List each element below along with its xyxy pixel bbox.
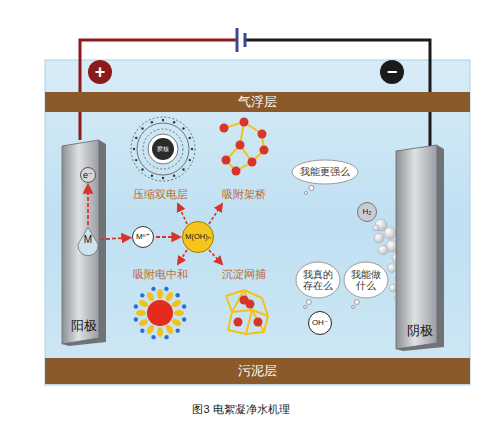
hydrogen-bubble: H₂ — [357, 202, 377, 222]
node-text: 阴极 — [407, 324, 433, 339]
reaction-arrow — [156, 236, 180, 238]
node-text: 污泥层 — [238, 364, 277, 379]
water-tank — [45, 60, 470, 385]
node-text: 胶核 — [157, 146, 169, 153]
node-text: 阳极 — [71, 319, 97, 334]
polarity-minus: − — [380, 60, 405, 85]
electron: e⁻ — [80, 167, 96, 183]
metal-hydroxide: M(OH)ₙ — [182, 221, 214, 253]
anode-wire — [80, 40, 236, 140]
double-layer-rings — [131, 117, 195, 181]
neutralized-particle — [134, 287, 187, 340]
mechanism-label: 吸附电中和 — [133, 267, 188, 282]
node-text: 气浮层 — [238, 95, 277, 110]
cathode-plate: 阴极 — [396, 145, 444, 351]
metal-ion: Mⁿ⁺ — [132, 226, 154, 248]
metal-droplet: M — [78, 227, 98, 253]
battery-plate — [236, 28, 239, 52]
sweep-net — [226, 290, 268, 334]
sludge-band: 污泥层 — [45, 358, 470, 384]
mechanism-label: 沉淀网捕 — [222, 267, 266, 282]
reaction-arrow — [87, 185, 89, 225]
reaction-arrow — [100, 238, 130, 240]
node-text: M — [84, 234, 92, 246]
battery-plate — [244, 33, 247, 47]
node-text: OH⁻ — [312, 318, 328, 327]
cathode-plate-shape — [396, 145, 444, 351]
polarity-plus: + — [88, 60, 113, 85]
flotation-band: 气浮层 — [45, 92, 470, 112]
speech-bubble: 我能做什么 — [343, 261, 389, 299]
mechanism-label: 吸附架桥 — [222, 187, 266, 202]
bridging-cluster — [220, 118, 269, 176]
hydroxide-ion: OH⁻ — [308, 311, 332, 335]
node-text: H₂ — [363, 207, 372, 216]
mechanism-label: 压缩双电层 — [133, 187, 188, 202]
colloid-core: 胶核 — [152, 138, 174, 160]
node-text: Mⁿ⁺ — [136, 232, 150, 241]
speech-bubble: 我能更强么 — [291, 159, 359, 185]
node-text: − — [387, 62, 398, 83]
bubble-text: 我能做什么 — [350, 269, 382, 292]
mechanism-arrows — [178, 204, 222, 264]
node-text: e⁻ — [83, 170, 93, 180]
node-text: M(OH)ₙ — [185, 233, 210, 242]
bubble-text: 我能更强么 — [298, 166, 352, 178]
anode-plate: 阳极 e⁻ M — [62, 140, 106, 346]
bubble-text: 我真的存在么 — [302, 269, 334, 292]
speech-bubble: 我真的存在么 — [295, 261, 341, 299]
figure-caption: 图3 电絮凝净水机理 — [192, 402, 289, 417]
node-text: + — [95, 62, 106, 83]
